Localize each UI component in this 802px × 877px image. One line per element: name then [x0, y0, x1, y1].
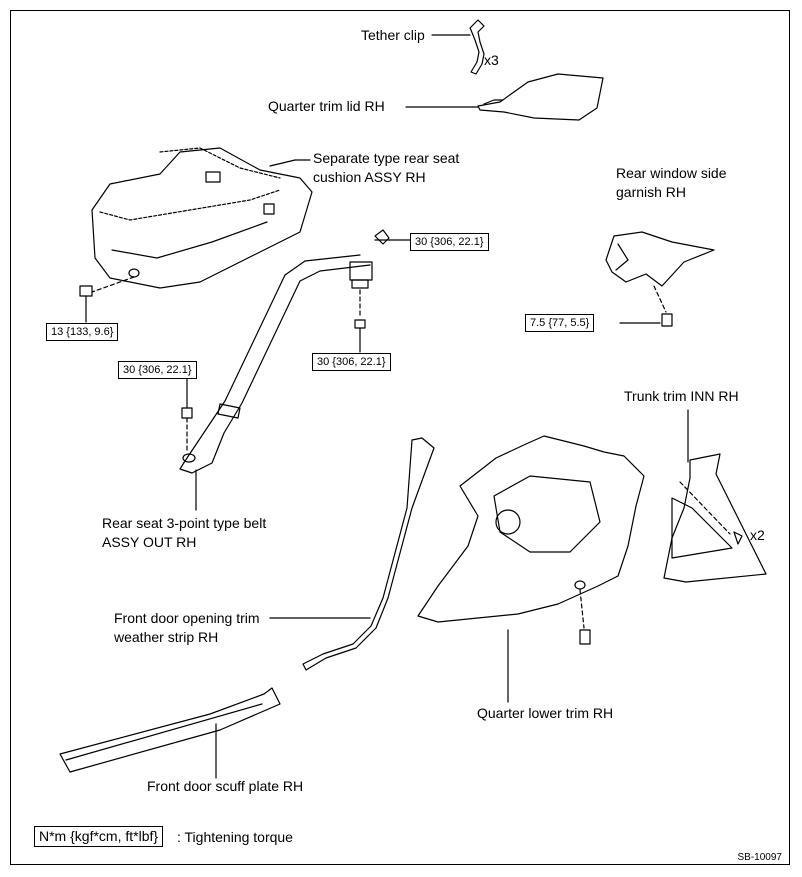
torque-legend-meaning: : Tightening torque: [177, 829, 293, 845]
seat-cushion-label-2: cushion ASSY RH: [313, 169, 426, 185]
weather-strip-part: [269, 437, 435, 671]
tether-clip-qty: x3: [484, 52, 499, 68]
rear-window-label-1: Rear window side: [616, 165, 727, 181]
trunk-trim-part: [663, 409, 767, 583]
torque-cushion-bolt: 13 {133, 9.6}: [46, 323, 119, 341]
weather-strip-label-1: Front door opening trim: [114, 610, 260, 626]
torque-belt-upper: 30 {306, 22.1}: [410, 233, 489, 251]
quarter-lower-trim-part: [417, 435, 645, 703]
quarter-lower-trim-label: Quarter lower trim RH: [477, 705, 614, 721]
rear-window-garnish-part: [605, 231, 715, 327]
trunk-trim-qty: x2: [750, 527, 765, 543]
diagram-frame: [10, 10, 790, 865]
tether-clip-label: Tether clip: [361, 27, 425, 43]
quarter-trim-lid-part: [405, 73, 604, 121]
quarter-trim-lid-label: Quarter trim lid RH: [268, 98, 385, 114]
tether-clip-part: [431, 19, 485, 75]
seat-belt-part: [179, 229, 411, 511]
scuff-plate-label: Front door scuff plate RH: [147, 778, 304, 794]
seat-cushion-part: [79, 147, 313, 323]
torque-belt-anchor: 30 {306, 22.1}: [312, 353, 391, 371]
torque-legend-unit: N*m {kgf*cm, ft*lbf}: [34, 826, 164, 847]
torque-garnish-bolt: 7.5 {77, 5.5}: [525, 314, 595, 332]
rear-window-label-2: garnish RH: [616, 184, 687, 200]
torque-belt-floor: 30 {306, 22.1}: [118, 361, 197, 379]
trunk-trim-label: Trunk trim INN RH: [624, 388, 739, 404]
seat-cushion-label-1: Separate type rear seat: [313, 150, 460, 166]
seat-belt-label-2: ASSY OUT RH: [102, 534, 197, 550]
weather-strip-label-2: weather strip RH: [114, 629, 219, 645]
document-id: SB-10097: [737, 852, 782, 863]
scuff-plate-part: [59, 687, 281, 779]
seat-belt-label-1: Rear seat 3-point type belt: [102, 515, 267, 531]
